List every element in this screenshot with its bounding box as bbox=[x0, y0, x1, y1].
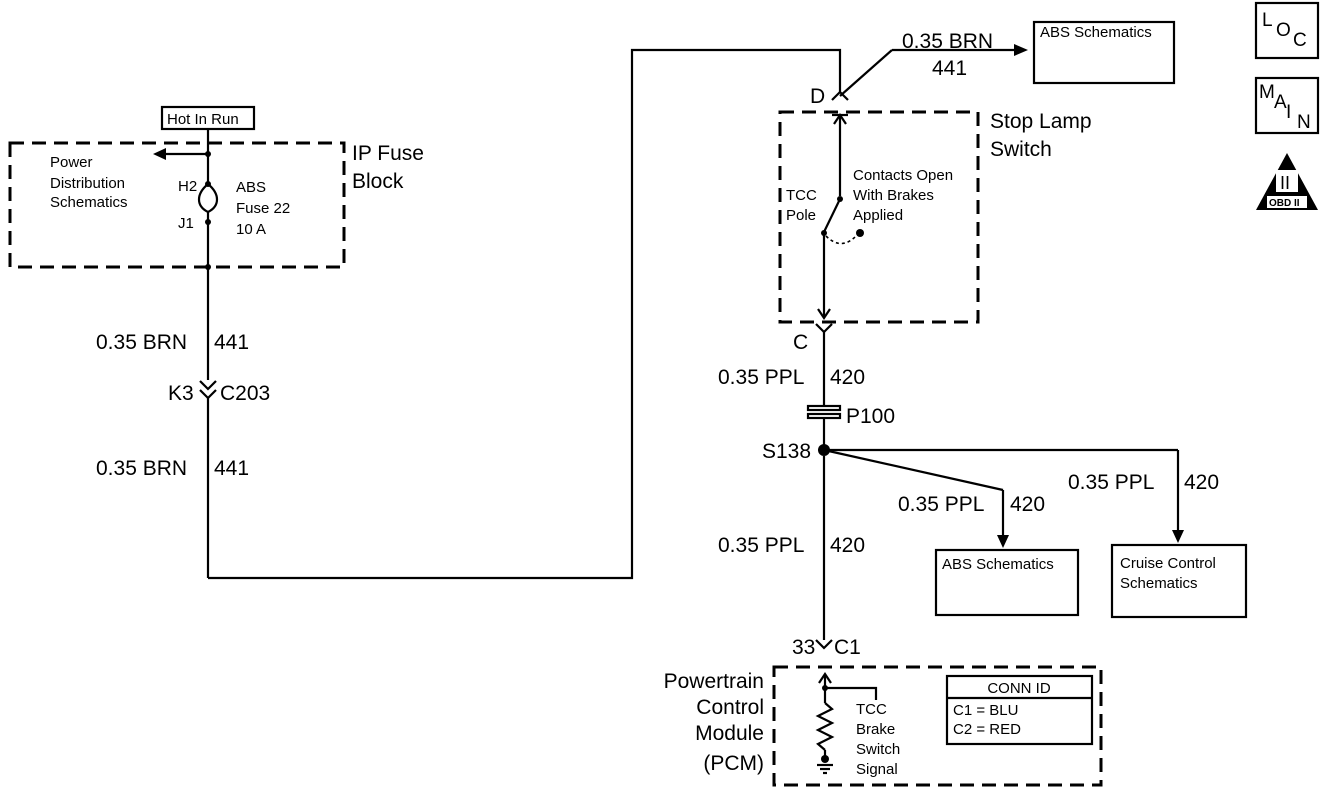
s138-label: S138 bbox=[762, 440, 811, 463]
fuse-label-line1: ABS bbox=[236, 179, 266, 196]
center-circuit-2: 420 bbox=[830, 534, 865, 557]
circuit-441-wire: 0.35 BRN 441 K3 C203 0.35 BRN 441 bbox=[96, 48, 842, 580]
center-gauge-2: 0.35 PPL bbox=[718, 534, 804, 557]
pcm-title-line2: Control bbox=[696, 696, 764, 719]
pcm-pin-33: 33 bbox=[792, 636, 815, 659]
abs-branch-circuit: 420 bbox=[1010, 493, 1045, 516]
cruise-branch: 0.35 PPL 420 Cruise Control Schematics bbox=[824, 448, 1248, 619]
pcm-c1-connector-symbol bbox=[815, 639, 833, 650]
fuse-label-line3: 10 A bbox=[236, 221, 266, 238]
fuse-block-title-line2: Block bbox=[352, 170, 404, 193]
fuse-block-title-line1: IP Fuse bbox=[352, 142, 424, 165]
svg-text:I: I bbox=[1286, 102, 1291, 123]
tcc-pole-line2: Pole bbox=[786, 207, 816, 224]
pcm-conn-c1: C1 bbox=[834, 636, 861, 659]
power-distribution-arrow bbox=[153, 148, 166, 160]
pcm-module: Powertrain Control Module (PCM) TCC Brak… bbox=[664, 665, 1103, 787]
obd-ii-icon[interactable]: II OBD II bbox=[1256, 153, 1318, 210]
svg-text:C: C bbox=[1293, 30, 1307, 51]
pcm-title-line4: (PCM) bbox=[703, 752, 764, 775]
tcc-signal-line3: Switch bbox=[856, 741, 900, 758]
tcc-pole-contact bbox=[823, 198, 841, 233]
pcm-title-line1: Powertrain bbox=[664, 670, 764, 693]
wire-circuit-top: 441 bbox=[214, 331, 249, 354]
tcc-signal-line1: TCC bbox=[856, 701, 887, 718]
wire-circuit-bottom: 441 bbox=[214, 457, 249, 480]
top-branch-circuit: 441 bbox=[932, 57, 967, 80]
abs-schematics-bottom-box[interactable] bbox=[934, 548, 1080, 617]
abs-schematics-top-box[interactable] bbox=[1032, 20, 1176, 85]
c203-pin: K3 bbox=[168, 382, 194, 405]
ip-fuse-block: Hot In Run IP Fuse Block Power Distribut… bbox=[8, 105, 424, 270]
p100-label: P100 bbox=[846, 405, 895, 428]
fuse-block-outline bbox=[8, 141, 346, 269]
svg-text:M: M bbox=[1259, 82, 1275, 103]
cruise-schematics-line2: Schematics bbox=[1120, 575, 1198, 592]
pcm-outline bbox=[772, 665, 1103, 787]
conn-id-table: CONN ID C1 = BLU C2 = RED bbox=[945, 674, 1094, 746]
stop-lamp-switch-outline bbox=[778, 110, 980, 324]
contacts-line3: Applied bbox=[853, 207, 903, 224]
fuse-label-line2: Fuse 22 bbox=[236, 200, 290, 217]
stop-lamp-title-line2: Switch bbox=[990, 138, 1052, 161]
power-distribution-line2: Distribution bbox=[50, 175, 125, 192]
svg-text:OBD II: OBD II bbox=[1269, 198, 1300, 209]
cruise-schematics-box[interactable] bbox=[1110, 543, 1248, 619]
stop-lamp-title-line1: Stop Lamp bbox=[990, 110, 1092, 133]
power-distribution-line3: Schematics bbox=[50, 194, 128, 211]
terminal-d: D bbox=[810, 85, 825, 108]
svg-text:O: O bbox=[1276, 20, 1291, 41]
abs-branch: 0.35 PPL 420 ABS Schematics bbox=[823, 448, 1080, 617]
stop-lamp-switch: D Stop Lamp Switch TCC Pole Contacts Ope… bbox=[778, 85, 1092, 354]
tcc-signal-line4: Signal bbox=[856, 761, 898, 778]
cruise-branch-gauge: 0.35 PPL bbox=[1068, 471, 1154, 494]
power-distribution-line1: Power bbox=[50, 154, 93, 171]
c203-connector-symbol bbox=[199, 380, 217, 391]
svg-text:N: N bbox=[1297, 112, 1311, 133]
conn-id-c2: C2 = RED bbox=[953, 721, 1021, 738]
contacts-line1: Contacts Open bbox=[853, 167, 953, 184]
abs-top-branch: 0.35 BRN 441 ABS Schematics bbox=[839, 20, 1176, 97]
cruise-schematics-line1: Cruise Control bbox=[1120, 555, 1216, 572]
conn-id-c1: C1 = BLU bbox=[953, 702, 1018, 719]
wire-gauge-bottom: 0.35 BRN bbox=[96, 457, 187, 480]
pull-down-resistor bbox=[815, 702, 835, 751]
pcm-title-line3: Module bbox=[695, 722, 764, 745]
abs-branch-gauge: 0.35 PPL bbox=[898, 493, 984, 516]
svg-text:L: L bbox=[1262, 10, 1273, 31]
top-branch-gauge: 0.35 BRN bbox=[902, 30, 993, 53]
tcc-pole-line1: TCC bbox=[786, 187, 817, 204]
hot-in-run-label: Hot In Run bbox=[167, 111, 239, 128]
circuit-420-wire: 0.35 PPL 420 P100 S138 0.35 PPL 420 33 C… bbox=[718, 332, 895, 659]
conn-id-title: CONN ID bbox=[987, 680, 1051, 697]
tcc-signal-line2: Brake bbox=[856, 721, 895, 738]
c203-name: C203 bbox=[220, 382, 270, 405]
terminal-c: C bbox=[793, 331, 808, 354]
svg-text:II: II bbox=[1280, 173, 1290, 193]
center-gauge-1: 0.35 PPL bbox=[718, 366, 804, 389]
abs-schematics-top-label: ABS Schematics bbox=[1040, 24, 1152, 41]
fuse-pin-h2: H2 bbox=[178, 178, 197, 195]
center-circuit-1: 420 bbox=[830, 366, 865, 389]
fuse-pin-j1: J1 bbox=[178, 215, 194, 232]
abs-schematics-bottom-label: ABS Schematics bbox=[942, 556, 1054, 573]
abs-fuse-symbol bbox=[197, 183, 219, 214]
cruise-branch-circuit: 420 bbox=[1184, 471, 1219, 494]
wire-gauge-top: 0.35 BRN bbox=[96, 331, 187, 354]
loc-icon[interactable]: L O C bbox=[1254, 1, 1320, 60]
p100-connector-symbol bbox=[806, 404, 842, 412]
tcc-signal-lead bbox=[825, 686, 878, 700]
contacts-line2: With Brakes bbox=[853, 187, 934, 204]
svg-text:A: A bbox=[1274, 92, 1287, 113]
main-icon[interactable]: M A I N bbox=[1254, 76, 1320, 135]
